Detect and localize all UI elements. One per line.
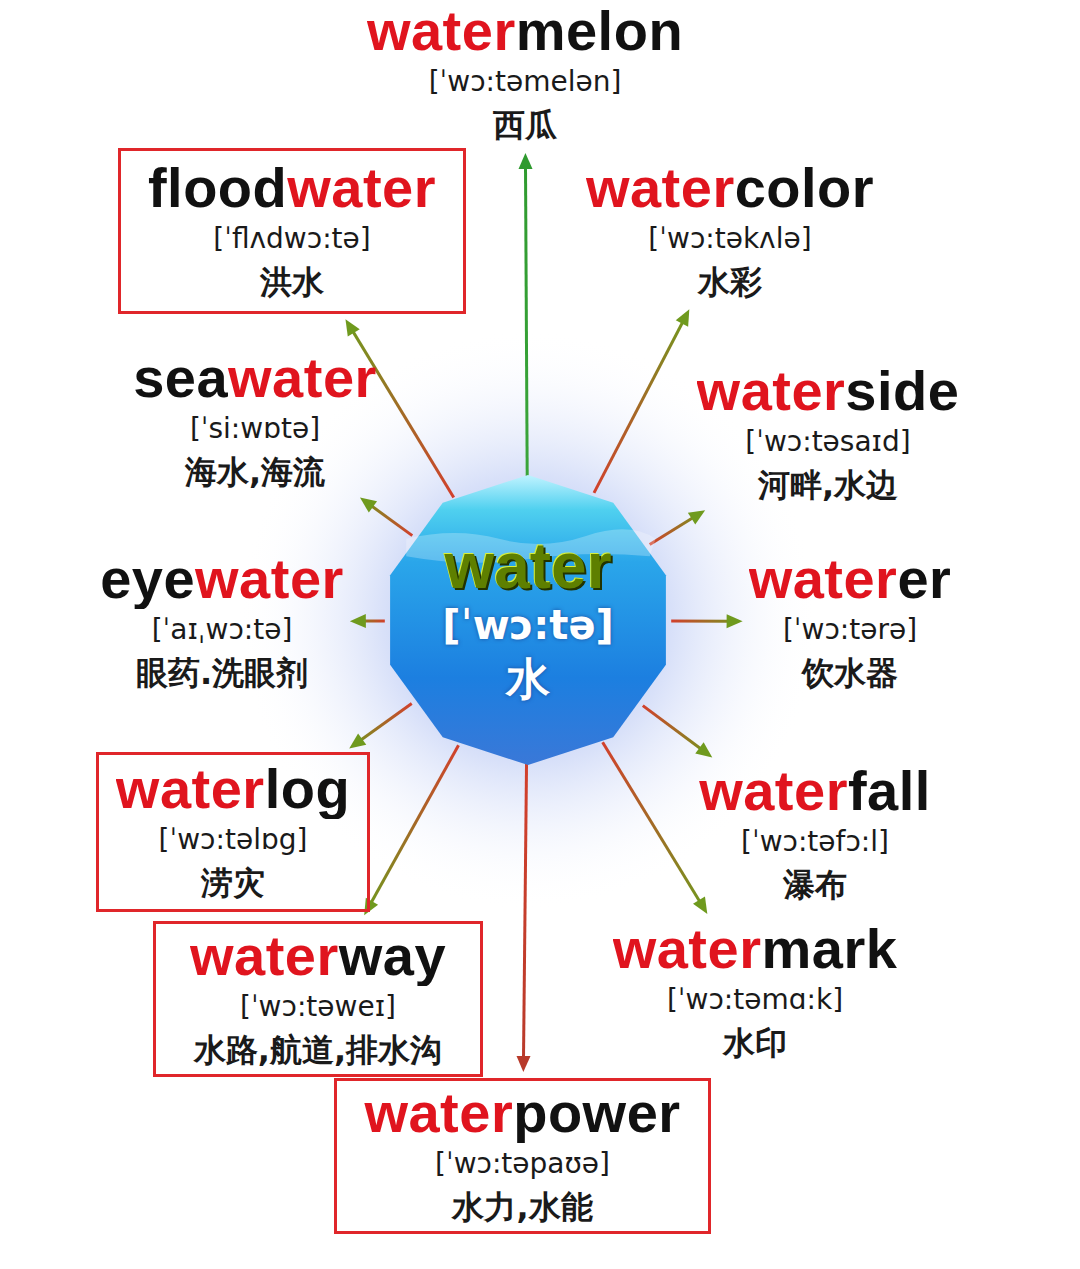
arrow-line	[650, 518, 694, 545]
chinese-meaning: 水力,水能	[452, 1185, 592, 1229]
arrow-line	[371, 506, 412, 536]
english-word: waterside	[697, 361, 960, 421]
arrow-line	[643, 706, 701, 749]
arrow-connector	[671, 614, 742, 628]
chinese-meaning: 瀑布	[783, 863, 847, 907]
arrowhead	[517, 1056, 531, 1072]
arrow-line	[526, 167, 528, 477]
phonetic: [ˈwɔ:təmɑ:k]	[667, 979, 843, 1021]
chinese-meaning: 饮水器	[802, 651, 898, 695]
english-word: waterfall	[699, 761, 931, 821]
chinese-meaning: 海水,海流	[185, 450, 325, 494]
english-word: watermark	[613, 919, 898, 979]
highlight-box: waterway[ˈwɔ:təweɪ]水路,航道,排水沟	[153, 921, 483, 1077]
arrowhead	[688, 510, 705, 524]
word-node: waterside[ˈwɔ:təsaɪd]河畔,水边	[697, 361, 960, 507]
phonetic: [ˈwɔ:təsaɪd]	[745, 421, 910, 463]
arrowhead	[519, 153, 533, 169]
english-word: waterway	[190, 926, 446, 986]
chinese-meaning: 涝灾	[201, 861, 265, 905]
arrow-connector	[643, 706, 712, 758]
arrow-connector	[519, 153, 533, 477]
chinese-meaning: 水印	[723, 1021, 787, 1065]
arrowhead	[693, 897, 707, 914]
arrow-connector	[360, 498, 412, 536]
english-word: water	[444, 533, 611, 599]
hub-octagon: water[ˈwɔ:tə]水	[383, 475, 673, 765]
word-node: waterer[ˈwɔ:tərə]饮水器	[749, 549, 952, 695]
phonetic: [ˈwɔ:tərə]	[783, 609, 917, 651]
phonetic: [ˈwɔ:təkʌlə]	[648, 218, 811, 260]
word-node: seawater[ˈsi:wɒtə]海水,海流	[133, 348, 377, 494]
arrow-connector	[603, 742, 708, 914]
chinese-meaning: 眼药.洗眼剂	[136, 651, 308, 695]
arrow-connector	[650, 510, 705, 544]
phonetic: [ˈflʌdwɔ:tə]	[213, 218, 370, 260]
phonetic: [ˈwɔ:təfɔ:l]	[741, 821, 889, 863]
arrowhead	[349, 733, 366, 748]
word-node: eyewater[ˈaɪˌwɔ:tə]眼药.洗眼剂	[100, 549, 344, 695]
arrow-connector	[345, 319, 453, 497]
highlight-box: waterpower[ˈwɔ:təpaʊə]水力,水能	[334, 1078, 711, 1234]
arrow-line	[603, 742, 700, 902]
english-word: watermelon	[367, 1, 683, 61]
chinese-meaning: 洪水	[260, 260, 324, 304]
word-node: watermark[ˈwɔ:təmɑ:k]水印	[613, 919, 898, 1065]
phonetic: [ˈwɔ:təlɒg]	[159, 819, 308, 861]
arrowhead	[350, 614, 366, 628]
arrow-connector	[594, 309, 689, 493]
arrow-line	[361, 704, 412, 741]
arrowhead	[345, 319, 359, 336]
chinese-meaning: 河畔,水边	[758, 463, 898, 507]
arrow-connector	[364, 745, 458, 915]
chinese-meaning: 水彩	[698, 260, 762, 304]
word-node: watercolor[ˈwɔ:təkʌlə]水彩	[586, 158, 874, 304]
arrowhead	[695, 742, 712, 757]
phonetic: [ˈaɪˌwɔ:tə]	[152, 609, 293, 651]
word-node: waterfall[ˈwɔ:təfɔ:l]瀑布	[699, 761, 931, 907]
phonetic: [ˈsi:wɒtə]	[190, 408, 320, 450]
english-word: seawater	[133, 348, 377, 408]
phonetic: [ˈwɔ:təpaʊə]	[435, 1143, 610, 1185]
octagon-fill	[390, 475, 666, 765]
chinese-meaning: 水路,航道,排水沟	[194, 1028, 442, 1072]
arrow-connector	[350, 614, 385, 628]
highlight-box: floodwater[ˈflʌdwɔ:tə]洪水	[118, 148, 466, 314]
arrow-connector	[349, 704, 412, 749]
arrow-line	[524, 763, 527, 1058]
arrowhead	[360, 498, 377, 513]
phonetic: [ˈwɔ:təmelən]	[429, 61, 622, 103]
arrow-line	[594, 322, 683, 493]
english-word: waterpower	[364, 1083, 680, 1143]
english-word: waterlog	[116, 759, 350, 819]
arrowhead	[676, 309, 690, 326]
arrow-line	[671, 619, 728, 622]
arrow-connector	[517, 763, 531, 1072]
arrow-line	[364, 619, 385, 622]
arrowhead	[364, 898, 378, 915]
chinese-meaning: 水	[506, 651, 550, 707]
english-word: eyewater	[100, 549, 344, 609]
chinese-meaning: 西瓜	[493, 103, 557, 147]
english-word: watercolor	[586, 158, 874, 218]
english-word: waterer	[749, 549, 952, 609]
english-word: floodwater	[148, 158, 436, 218]
word-node: watermelon[ˈwɔ:təmelən]西瓜	[367, 1, 683, 147]
phonetic: [ˈwɔ:təweɪ]	[240, 986, 396, 1028]
phonetic: [ˈwɔ:tə]	[442, 599, 614, 651]
highlight-box: waterlog[ˈwɔ:təlɒg]涝灾	[96, 752, 370, 912]
arrow-line	[371, 745, 459, 903]
arrowhead	[727, 614, 743, 628]
